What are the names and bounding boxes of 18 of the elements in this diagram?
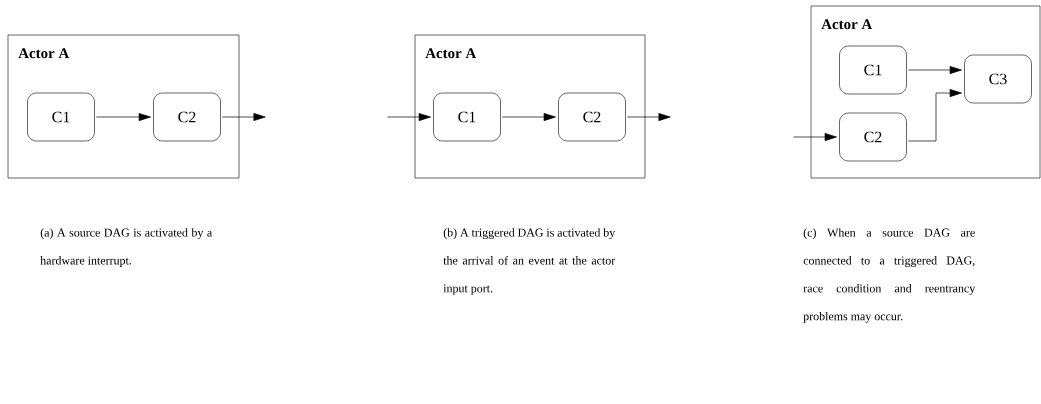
arrow [907,89,962,142]
arrow [221,113,266,121]
arrow [626,113,671,121]
arrow [793,133,837,141]
component-box: C2 [839,112,907,162]
caption: (b) A triggered DAG is activated by the arrival of an event at the actor input port. [443,228,616,295]
arrow [95,113,151,121]
component-box: C2 [558,92,626,142]
component-box: C3 [964,54,1032,104]
arrow [387,113,431,121]
component-box: C1 [433,92,501,142]
arrow [501,113,556,121]
component-box: C1 [27,92,95,142]
component-box: C1 [839,45,907,95]
component-box: C2 [153,92,221,142]
arrow [907,66,962,74]
caption: (a) A source DAG is activated by a hardware interrupt. [40,228,213,267]
caption: (c) When a source DAG are connected to a triggered DAG, race condition and reentrancy problems may occur. [803,228,976,323]
